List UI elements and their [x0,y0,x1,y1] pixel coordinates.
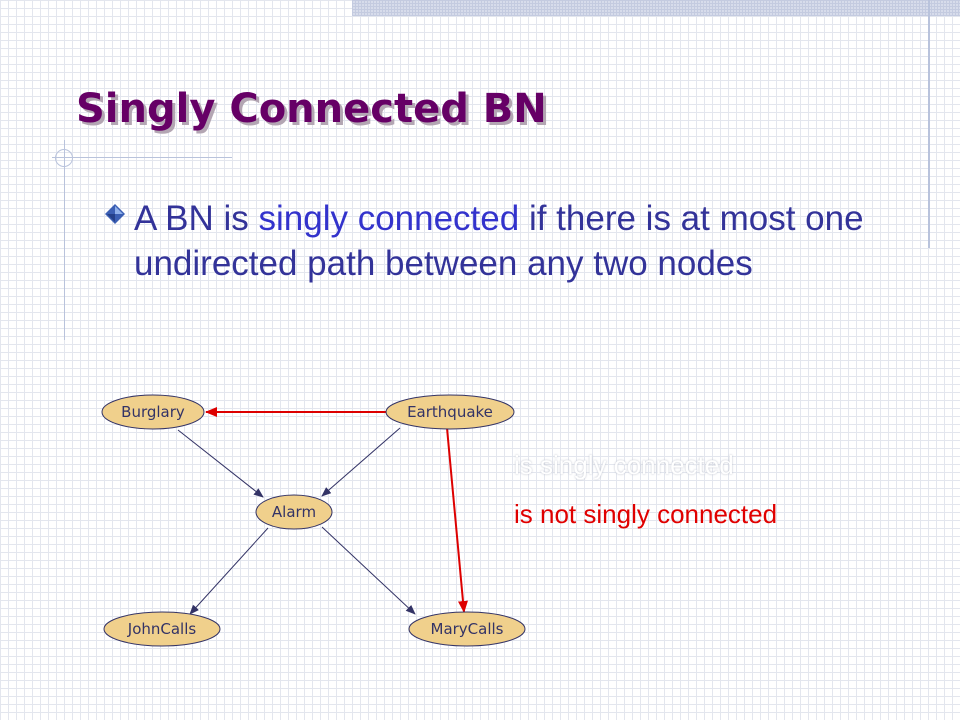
node-alarm: Alarm [255,494,333,530]
decorative-header-bar [352,0,960,16]
node-label-johncalls: JohnCalls [127,620,197,638]
decorative-vertical-line [928,0,930,248]
slide-title: Singly Connected BN [76,86,547,132]
edge-alarm-johncalls [189,527,269,615]
label-not-singly-connected: is not singly connected [514,499,778,529]
edge-alarm-marycalls [321,526,416,615]
node-earthquake: Earthquake [385,394,515,430]
edge-earthquake-alarm [321,427,401,497]
bullet-text: A BN is singly connected if there is at … [134,196,864,286]
node-label-alarm: Alarm [272,503,316,521]
bullet-text-end: if there is at most one undirected path … [134,199,864,283]
red-edge-earthquake-marycalls [446,427,468,613]
highlight-term: singly connected [258,199,520,238]
decorative-horizontal-line [52,157,232,158]
node-label-burglary: Burglary [121,403,185,421]
decorative-circle [55,149,73,167]
node-label-earthquake: Earthquake [407,403,493,421]
decorative-left-line [64,140,65,340]
node-johncalls: JohnCalls [103,611,221,647]
node-label-marycalls: MaryCalls [431,620,504,638]
bullet-point: A BN is singly connected if there is at … [104,196,864,286]
bullet-text-start: A BN is [134,199,259,238]
node-marycalls: MaryCalls [408,611,526,647]
label-singly-connected: is singly connected [514,450,734,480]
edge-burglary-alarm [177,429,264,498]
diamond-bullet-icon [105,204,125,224]
node-burglary: Burglary [101,394,205,430]
